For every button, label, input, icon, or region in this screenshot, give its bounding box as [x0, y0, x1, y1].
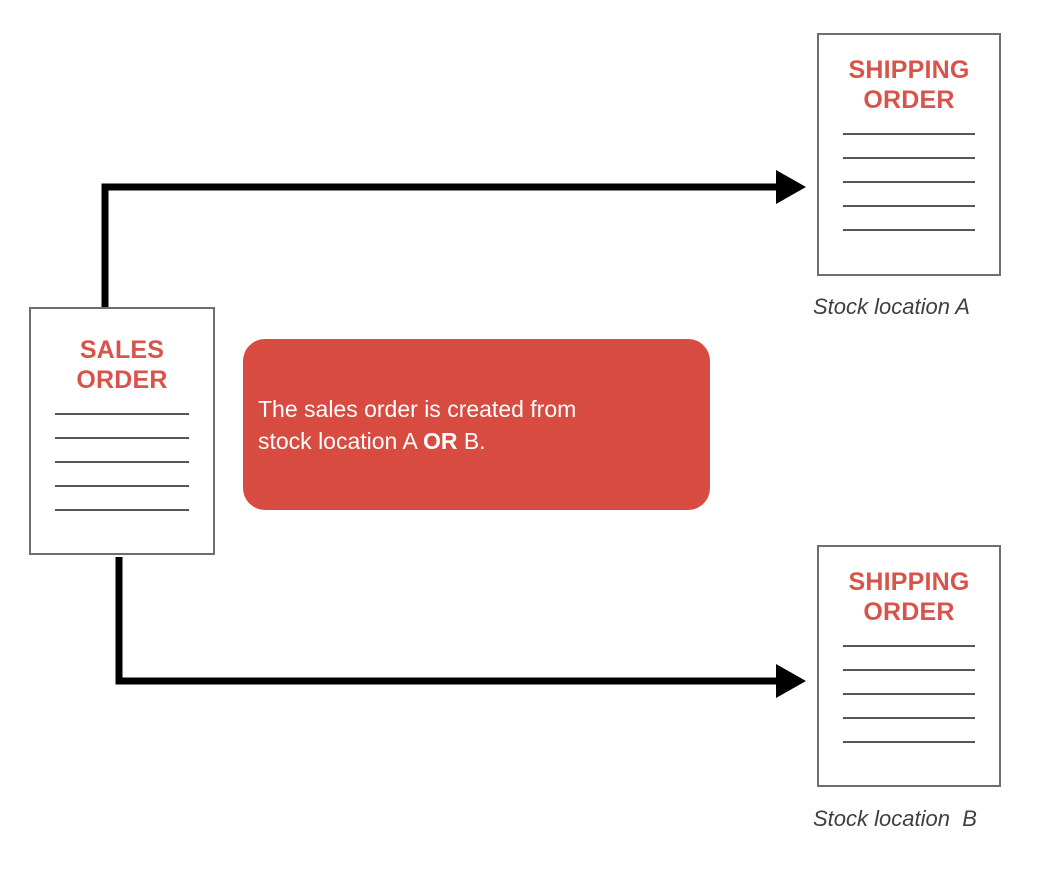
document-rule-line: [843, 693, 975, 695]
shipping-order-b-text-lines: [819, 645, 999, 743]
callout-line-2-suffix: B.: [457, 428, 486, 454]
arrowhead-to-stock-location-a: [776, 170, 806, 204]
caption-stock-location-b: Stock location B: [813, 806, 977, 831]
document-rule-line: [843, 741, 975, 743]
callout-line-1: The sales order is created from: [258, 396, 577, 422]
shipping-order-b-title: SHIPPING ORDER: [848, 568, 970, 626]
document-rule-line: [55, 413, 189, 415]
callout-text: The sales order is created from stock lo…: [258, 393, 678, 457]
document-rule-line: [843, 229, 975, 231]
document-rule-line: [55, 461, 189, 463]
sales-order-text-lines: [31, 413, 213, 511]
shipping-order-b-document[interactable]: SHIPPING ORDER: [817, 545, 1001, 787]
document-rule-line: [843, 181, 975, 183]
sales-order-title: SALES ORDER: [76, 336, 168, 394]
connector-to-stock-location-b: [115, 557, 806, 698]
document-rule-line: [55, 509, 189, 511]
shipping-order-a-title: SHIPPING ORDER: [848, 56, 970, 114]
sales-order-document[interactable]: SALES ORDER: [29, 307, 215, 555]
document-rule-line: [55, 437, 189, 439]
caption-stock-location-a: Stock location A: [813, 294, 970, 319]
document-rule-line: [843, 157, 975, 159]
document-rule-line: [843, 717, 975, 719]
document-rule-line: [55, 485, 189, 487]
document-rule-line: [843, 205, 975, 207]
shipping-order-a-text-lines: [819, 133, 999, 231]
connector-to-stock-location-a: [101, 170, 806, 307]
document-rule-line: [843, 133, 975, 135]
callout-bubble: The sales order is created from stock lo…: [243, 339, 710, 510]
callout-line-2-prefix: stock location A: [258, 428, 423, 454]
document-rule-line: [843, 645, 975, 647]
callout-line-2-emphasis: OR: [422, 428, 458, 454]
document-rule-line: [843, 669, 975, 671]
arrowhead-to-stock-location-b: [776, 664, 806, 698]
shipping-order-a-document[interactable]: SHIPPING ORDER: [817, 33, 1001, 276]
